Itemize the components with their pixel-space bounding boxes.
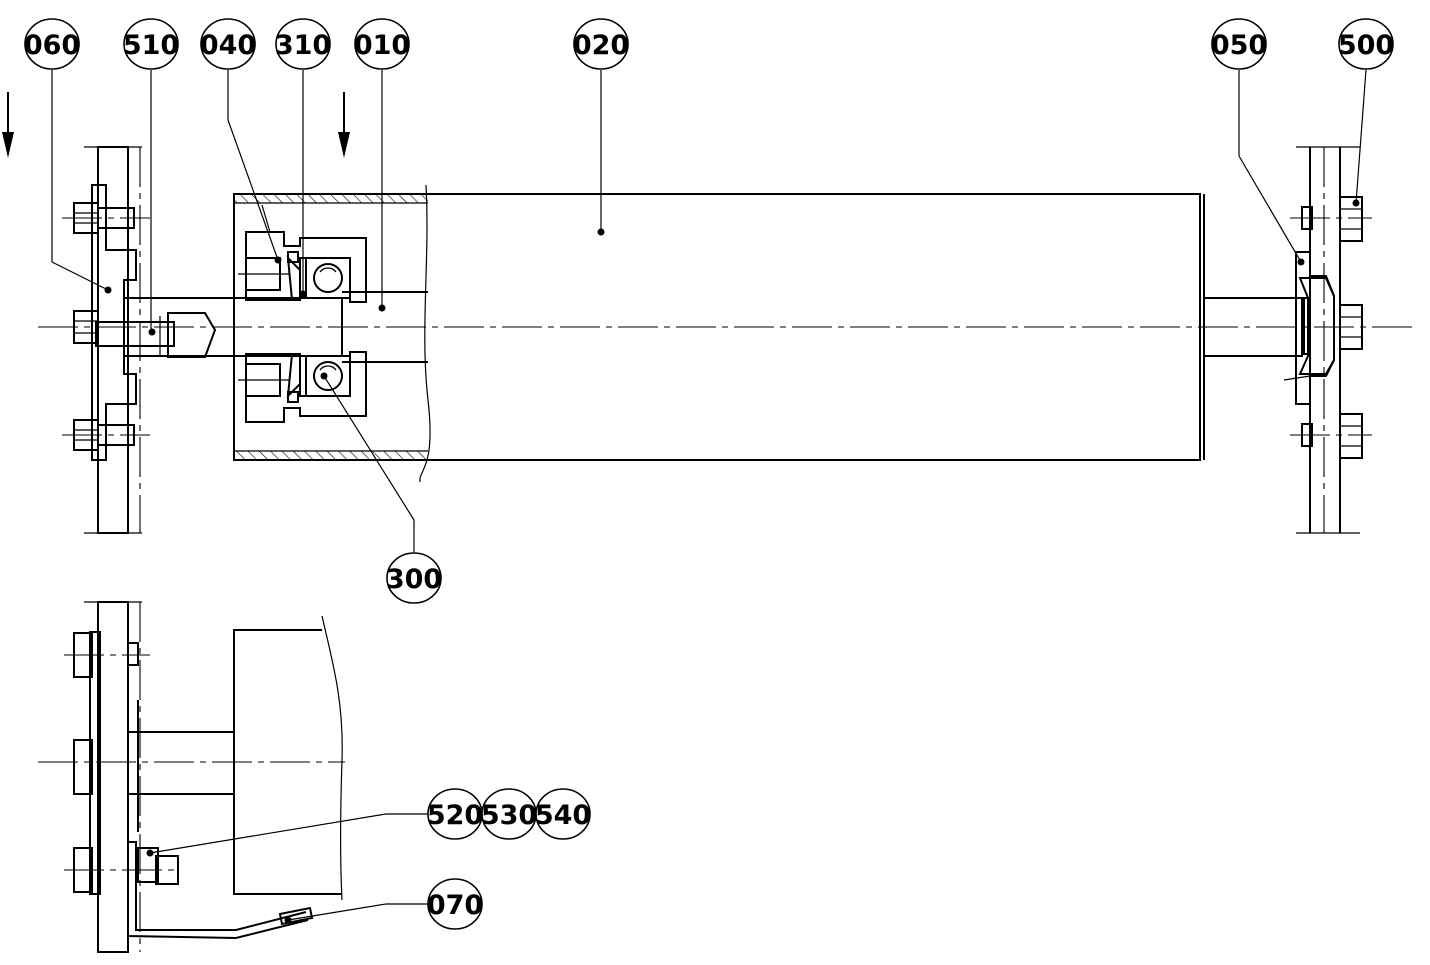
right-bracket [1283, 251, 1335, 405]
lower-sensor-bracket [127, 841, 314, 940]
shaft-seal [286, 251, 301, 403]
bearing-housing [238, 204, 367, 423]
lower-bolts [64, 632, 180, 893]
left-bolt-bottom [62, 419, 150, 451]
left-bolt-top [62, 202, 150, 234]
callout-060: 060 [24, 18, 80, 70]
lower-shaft [128, 700, 234, 832]
callout-300-label: 300 [386, 564, 442, 595]
leader-lines [51, 69, 1367, 924]
lower-roller [233, 615, 343, 901]
callout-040: 040 [200, 18, 256, 70]
callout-510: 510 [123, 18, 179, 70]
callout-010: 010 [354, 18, 410, 70]
callout-040-label: 040 [200, 30, 256, 61]
callout-050: 050 [1211, 18, 1267, 70]
callout-070: 070 [427, 878, 483, 930]
roller-tube [233, 184, 1205, 483]
callout-010-label: 010 [354, 30, 410, 61]
callout-050-label: 050 [1211, 30, 1267, 61]
view-arrow-middle [338, 92, 350, 158]
right-bolt-bottom [1290, 413, 1372, 459]
callout-060-label: 060 [24, 30, 80, 61]
callout-310: 310 [275, 18, 331, 70]
callout-540-label: 540 [535, 800, 591, 831]
callout-530: 530 [481, 788, 537, 840]
right-bolt-top [1290, 196, 1372, 242]
callout-070-label: 070 [427, 890, 483, 921]
view-arrow-left [2, 92, 14, 158]
callout-520-label: 520 [427, 800, 483, 831]
lower-frame-plate [84, 601, 142, 953]
shaft [342, 291, 1303, 363]
callout-310-label: 310 [275, 30, 331, 61]
callout-510-label: 510 [123, 30, 179, 61]
callout-300: 300 [386, 552, 442, 604]
callout-500-label: 500 [1338, 30, 1394, 61]
right-frame-plate [1296, 146, 1360, 534]
left-bracket [91, 184, 137, 461]
callout-020-label: 020 [573, 30, 629, 61]
callout-020: 020 [573, 18, 629, 70]
callout-530-label: 530 [481, 800, 537, 831]
callout-500: 500 [1338, 18, 1394, 70]
callout-520: 520 [427, 788, 483, 840]
callout-540: 540 [535, 788, 591, 840]
right-bolt-middle [1339, 304, 1363, 350]
bearing [305, 257, 351, 397]
lower-mounting-plate [89, 631, 101, 895]
left-bolt-middle [73, 310, 99, 344]
